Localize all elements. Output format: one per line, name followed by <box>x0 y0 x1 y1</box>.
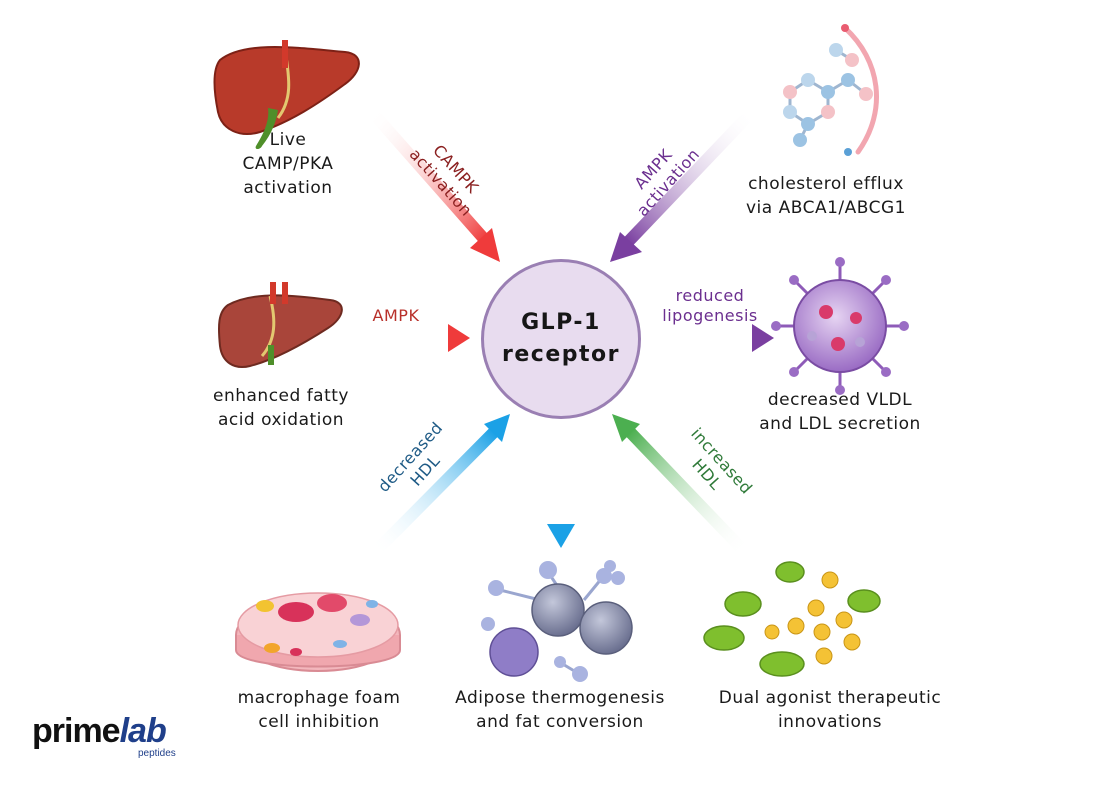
arrow-ampk-activation <box>610 106 758 262</box>
label-liver-camp: Live CAMP/PKA activation <box>242 130 334 198</box>
label-fatty-acid-oxidation: enhanced fatty acid oxidation <box>213 386 349 430</box>
arrow-ampk <box>329 324 470 352</box>
arrow-label-reduced-lipogenesis: reduced lipogenesis <box>662 286 758 325</box>
label-adipose: Adipose thermogenesis and fat conversion <box>455 688 665 732</box>
adipose-cells-icon <box>481 560 633 682</box>
liver-mid-icon <box>218 282 343 368</box>
primelab-logo: primelab peptides <box>32 712 192 762</box>
hub-line-2: receptor <box>502 342 620 367</box>
arrow-down-adipose <box>547 422 575 548</box>
dual-agonist-pills-icon <box>703 561 881 677</box>
liver-top-icon <box>213 40 360 149</box>
label-vldl-ldl: decreased VLDL and LDL secretion <box>759 390 921 434</box>
logo-wordmark: primelab <box>32 712 167 750</box>
hub-line-1: GLP-1 <box>521 310 601 335</box>
cholesterol-molecule-icon <box>783 24 879 156</box>
label-dual-agonist: Dual agonist therapeutic innovations <box>718 688 942 732</box>
arrow-decreased-hdl <box>369 414 510 558</box>
label-macrophage: macrophage foam cell inhibition <box>237 688 401 732</box>
label-cholesterol-efflux: cholesterol efflux via ABCA1/ABCG1 <box>746 174 906 218</box>
logo-subtext: peptides <box>138 748 176 759</box>
arrow-reduced-lipogenesis <box>649 324 774 352</box>
glp1-receptor-hub: GLP-1 receptor <box>481 259 641 419</box>
lipoprotein-particle-icon <box>771 257 909 395</box>
arrow-camp <box>366 106 500 262</box>
arrow-label-ampk: AMPK <box>372 306 420 325</box>
macrophage-tissue-icon <box>235 592 401 672</box>
arrow-increased-hdl <box>612 414 751 558</box>
